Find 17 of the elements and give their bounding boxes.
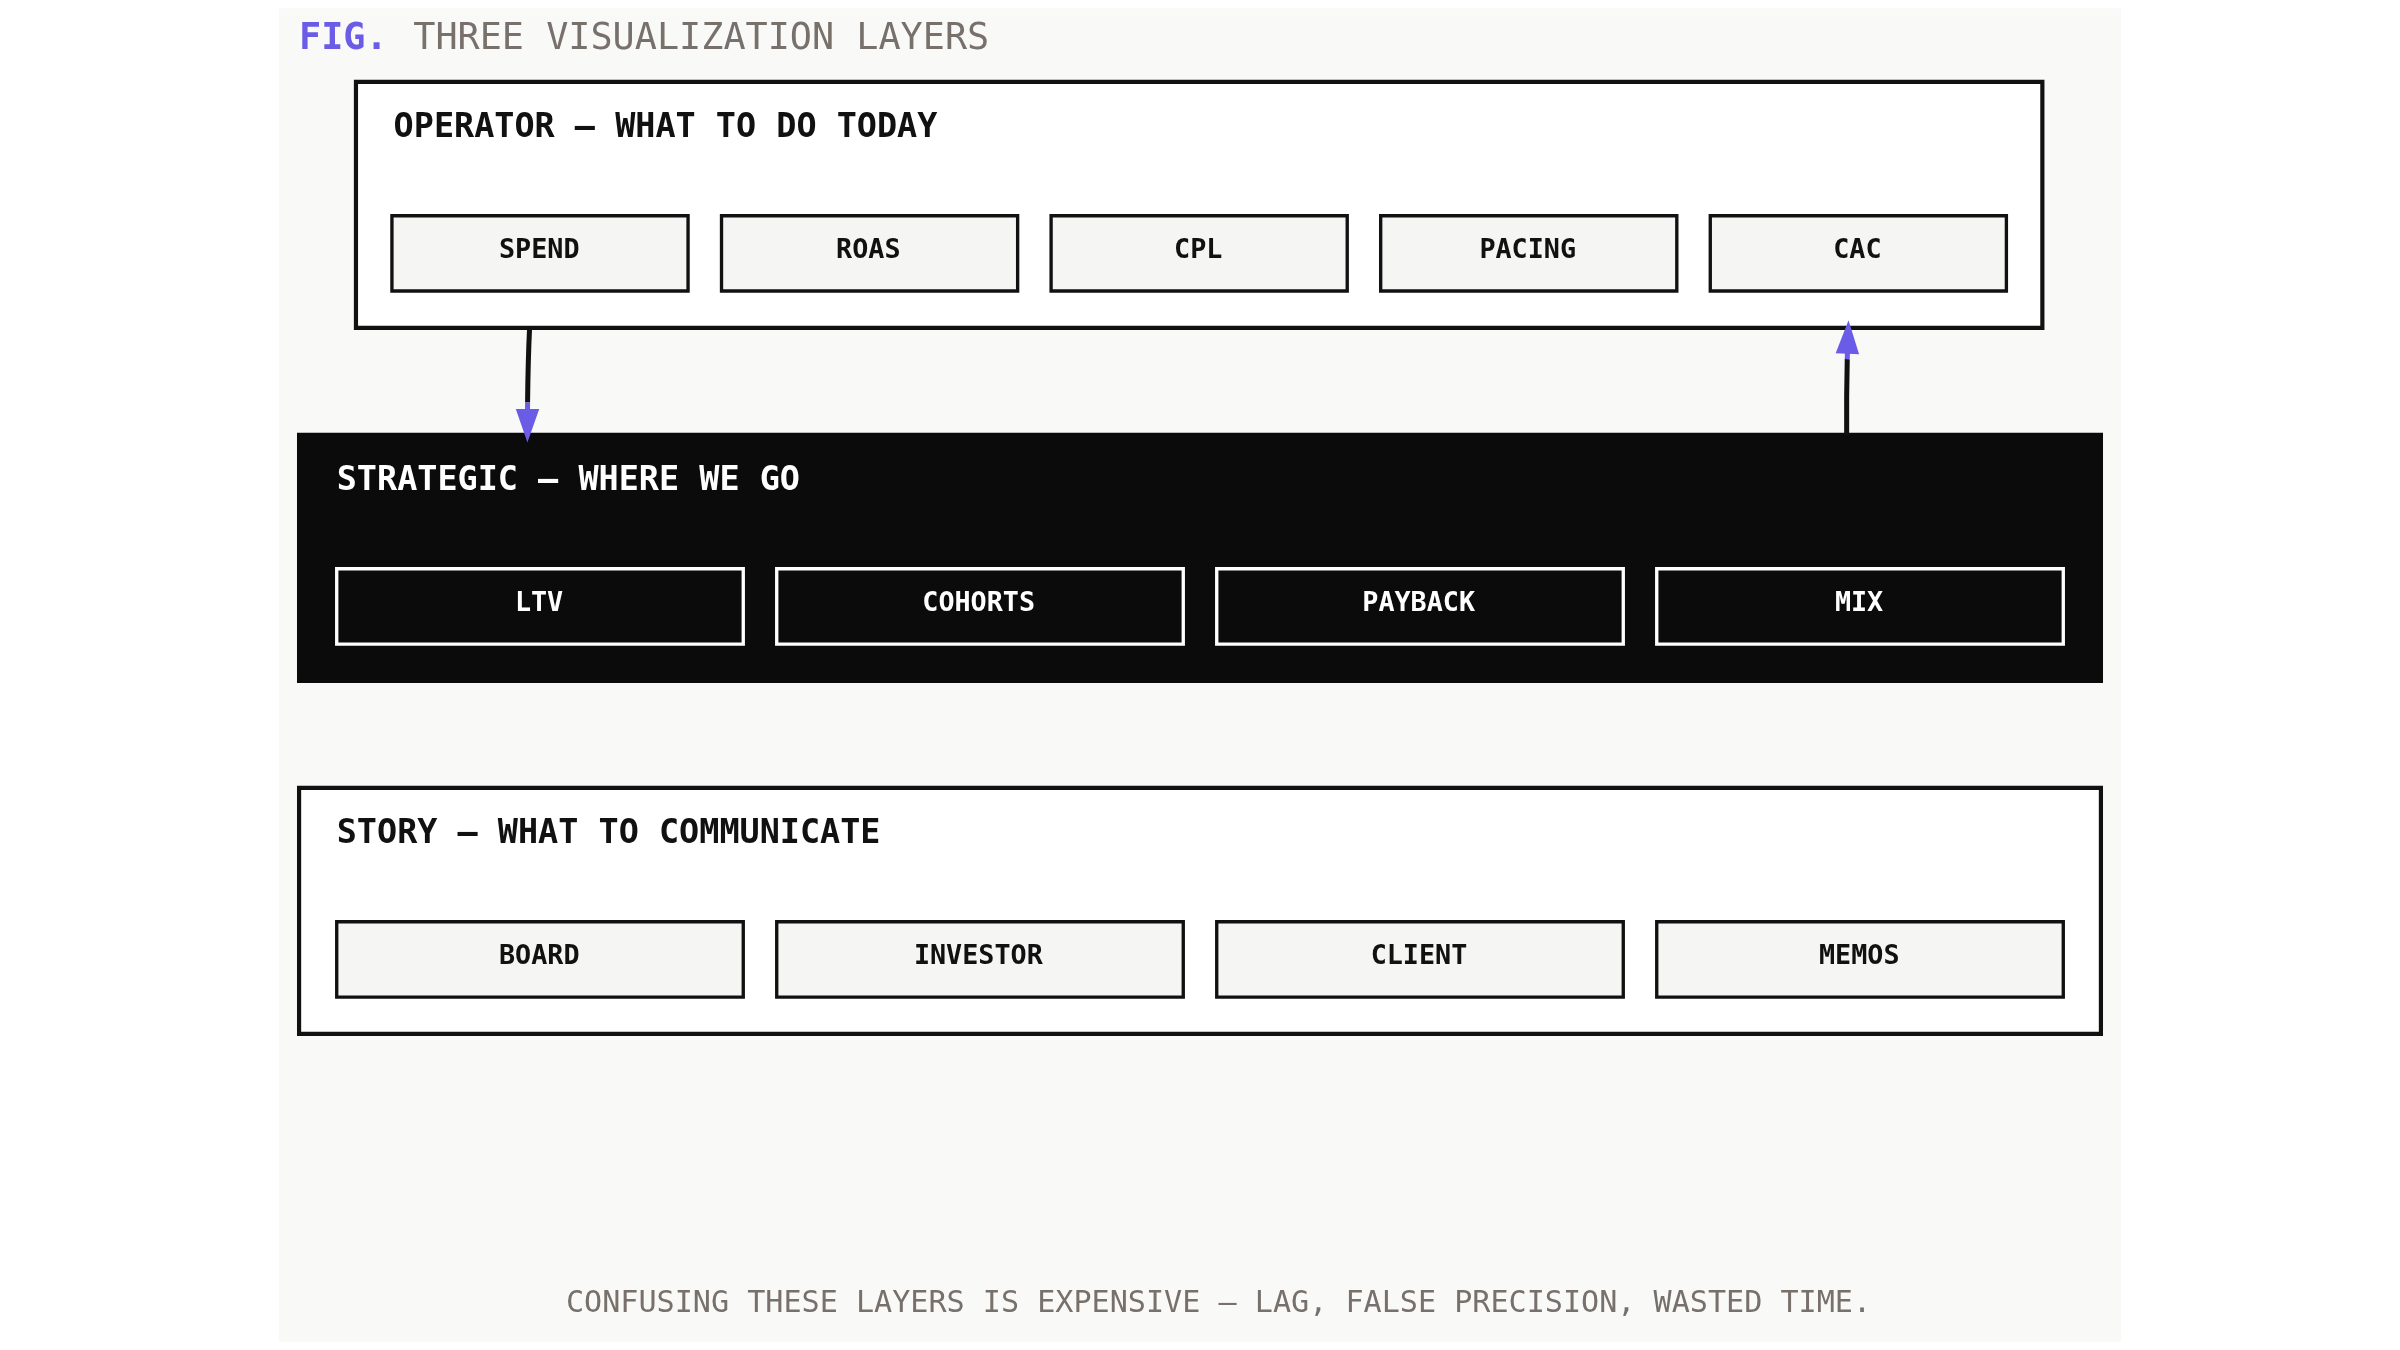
- caption: CONFUSING THESE LAYERS IS EXPENSIVE — LAG, FALSE PRECISION, WASTED TIME.: [565, 1284, 1872, 1320]
- node-box: BOARD: [335, 920, 745, 999]
- node-box: MEMOS: [1655, 920, 2065, 999]
- node-box: PAYBACK: [1215, 567, 1625, 646]
- node-box: COHORTS: [775, 567, 1185, 646]
- node-box: CPL: [1049, 214, 1349, 293]
- node-box: INVESTOR: [775, 920, 1185, 999]
- node-box: PACING: [1379, 214, 1679, 293]
- node-box: ROAS: [719, 214, 1020, 293]
- arrow: [1835, 320, 1860, 435]
- node-box: MIX: [1655, 567, 2065, 646]
- node-box: CLIENT: [1215, 920, 1625, 999]
- arrow: [515, 327, 540, 443]
- node-box: CAC: [1708, 214, 2009, 293]
- node-box: LTV: [335, 567, 745, 646]
- node-box: SPEND: [390, 214, 690, 293]
- diagram-title: FIG. THREE VISUALIZATION LAYERS: [299, 15, 990, 59]
